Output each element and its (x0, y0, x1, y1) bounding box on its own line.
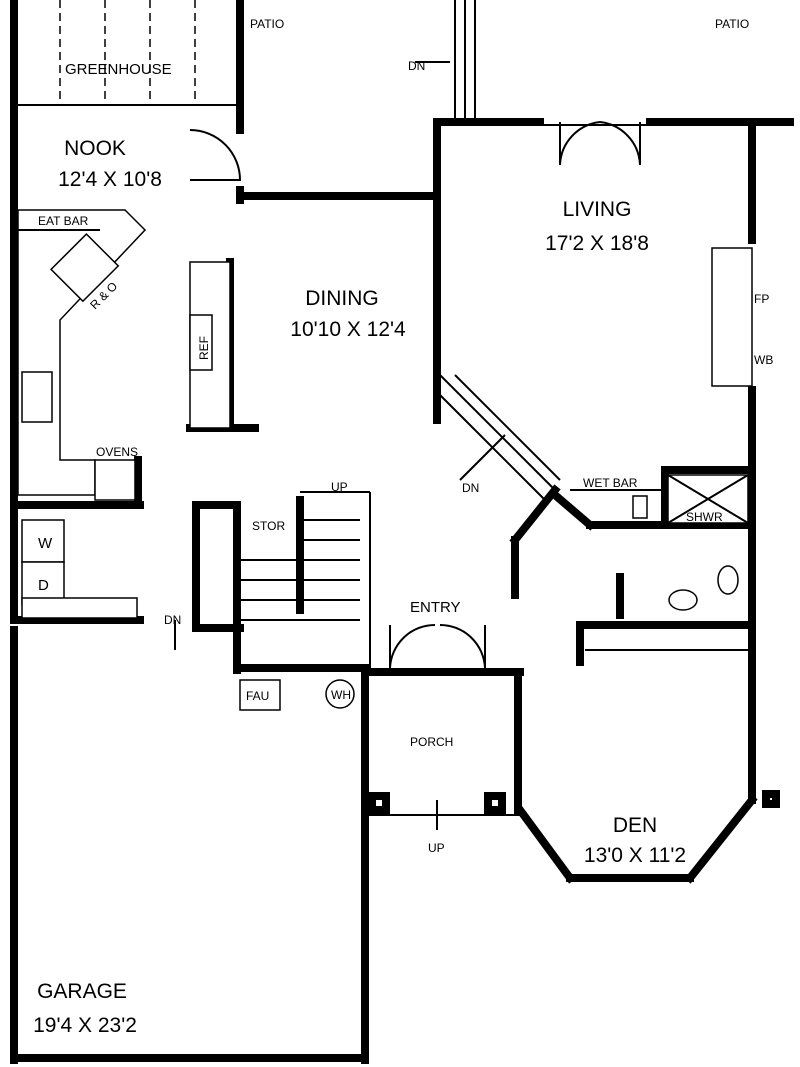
den-name: DEN (613, 814, 657, 837)
living-size: 17'2 X 18'8 (545, 232, 649, 255)
nook-name: NOOK (64, 137, 126, 160)
greenhouse-label: GREENHOUSE (65, 61, 172, 78)
dining-size: 10'10 X 12'4 (290, 318, 406, 341)
garage-size: 19'4 X 23'2 (33, 1014, 137, 1037)
den-size: 13'0 X 11'2 (584, 844, 686, 867)
wet-bar-label: WET BAR (583, 476, 638, 490)
labels: PATIO PATIO GREENHOUSE DN NOOK 12'4 X 10… (33, 17, 773, 1037)
dryer-label: D (38, 577, 49, 594)
patio-dn-label: DN (408, 59, 425, 73)
walls (10, 0, 794, 1064)
washer-label: W (38, 535, 53, 552)
living-name: LIVING (563, 198, 632, 221)
living-dn-label: DN (462, 481, 479, 495)
entry-label: ENTRY (410, 599, 461, 616)
nook-size: 12'4 X 10'8 (58, 168, 162, 191)
shower-label: SHWR (686, 510, 723, 524)
patio-right-label: PATIO (715, 17, 749, 31)
porch-label: PORCH (410, 735, 453, 749)
stair-up-label: UP (331, 480, 348, 494)
patio-left-label: PATIO (250, 17, 284, 31)
porch-up-label: UP (428, 841, 445, 855)
fireplace-label: FP (754, 292, 769, 306)
ovens-label: OVENS (96, 445, 138, 459)
dining-name: DINING (305, 287, 379, 310)
garage-name: GARAGE (37, 980, 127, 1003)
garage-dn-label: DN (164, 613, 181, 627)
fixtures (14, 0, 790, 830)
water-heater-label: WH (331, 688, 351, 702)
wood-box-label: WB (754, 353, 773, 367)
eat-bar-label: EAT BAR (38, 214, 89, 228)
storage-label: STOR (252, 519, 285, 533)
fau-label: FAU (246, 689, 269, 703)
ref-label: REF (197, 336, 211, 360)
